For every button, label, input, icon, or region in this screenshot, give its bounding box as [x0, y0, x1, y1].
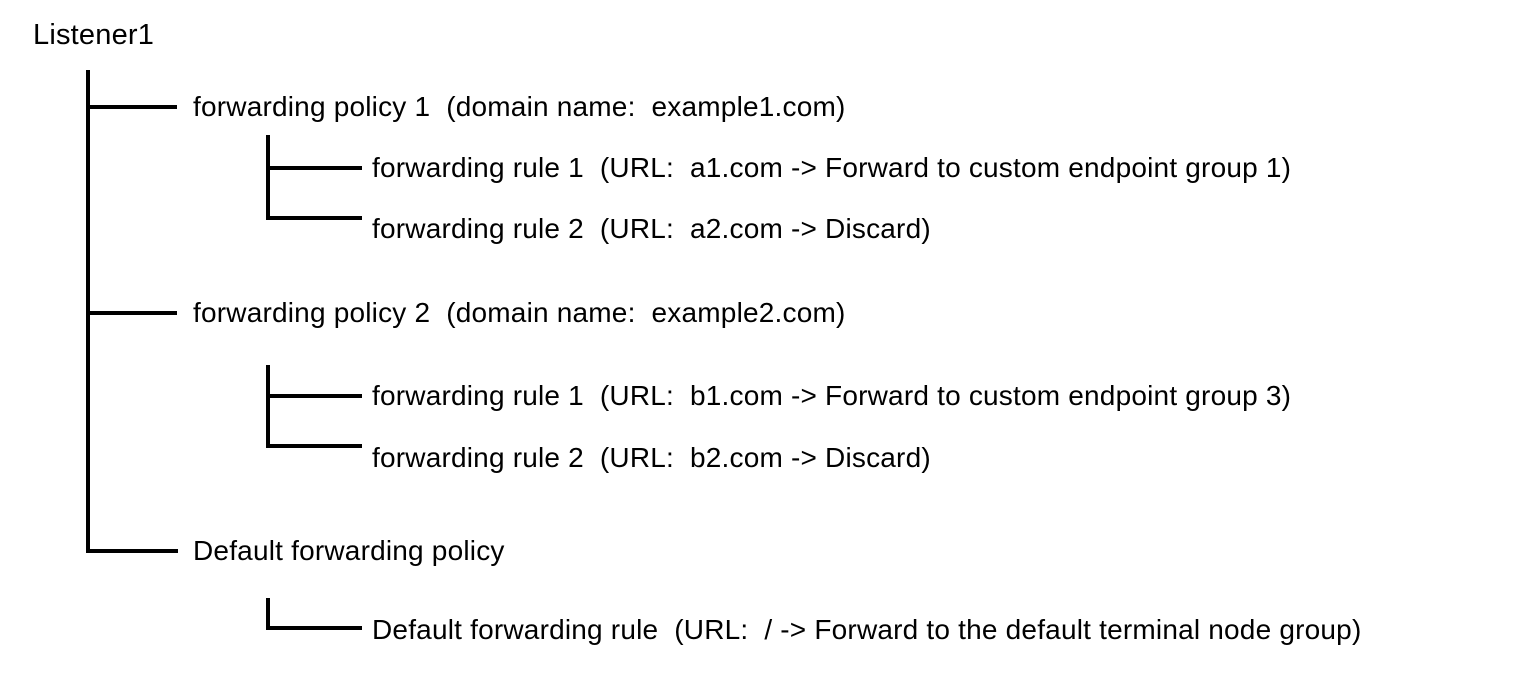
tree-line-sub-vertical-default-policy: [266, 598, 270, 630]
policy-1-rule-1-label: forwarding rule 1 (URL: a1.com -> Forwar…: [372, 152, 1292, 183]
tree-line-sub-vertical-policy-1: [266, 135, 270, 220]
default-rule-label: Default forwarding rule (URL: / -> Forwa…: [372, 614, 1362, 645]
policy-2-rule-2-label: forwarding rule 2 (URL: b2.com -> Discar…: [372, 442, 931, 473]
policy-2-rule-1-label: forwarding rule 1 (URL: b1.com -> Forwar…: [372, 380, 1292, 411]
tree-line-branch-policy-1: [86, 105, 177, 109]
policy-1-rule-2-label: forwarding rule 2 (URL: a2.com -> Discar…: [372, 213, 931, 244]
tree-line-branch-policy-1-rule-1: [266, 166, 362, 170]
policy-1-label: forwarding policy 1 (domain name: exampl…: [193, 91, 846, 122]
tree-line-branch-default-rule: [266, 626, 362, 630]
policy-2-label: forwarding policy 2 (domain name: exampl…: [193, 297, 846, 328]
tree-line-branch-policy-2-rule-1: [266, 394, 362, 398]
default-policy-label: Default forwarding policy: [193, 535, 505, 566]
listener-label: Listener1: [33, 19, 155, 51]
tree-line-branch-policy-2-rule-2: [266, 444, 362, 448]
tree-line-sub-vertical-policy-2: [266, 365, 270, 448]
tree-line-branch-policy-1-rule-2: [266, 216, 362, 220]
tree-line-branch-policy-2: [86, 311, 177, 315]
tree-line-branch-default-policy: [86, 549, 178, 553]
